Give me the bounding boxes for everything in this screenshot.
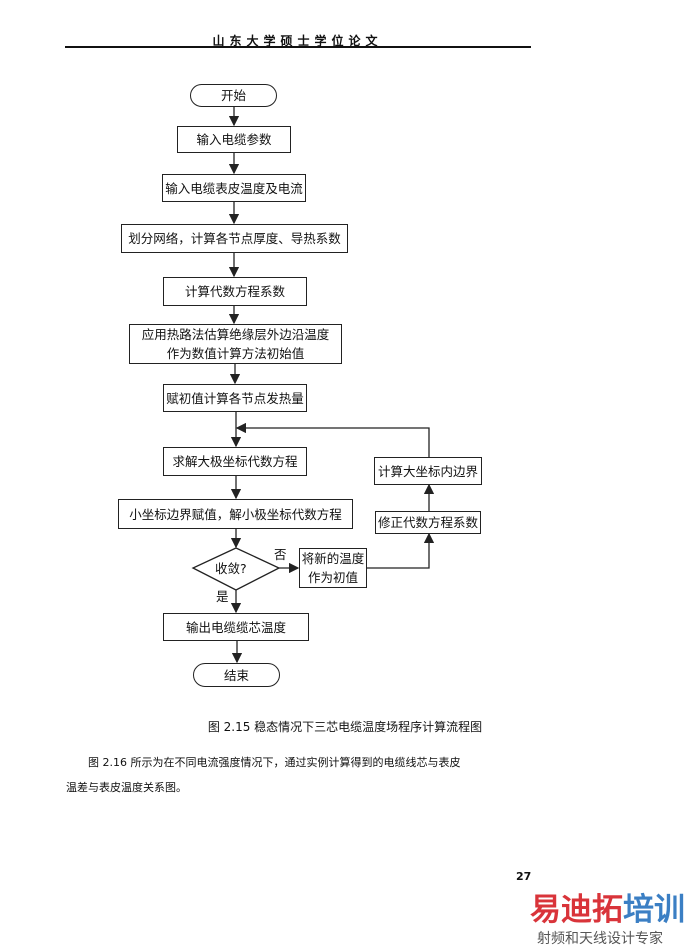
yes-label: 是: [216, 589, 229, 604]
watermark-logo: 易迪拓培训: [530, 893, 685, 927]
step-line-1: 应用热路法估算绝缘层外边沿温度: [141, 327, 330, 342]
step-line-2: 作为数值计算方法初始值: [166, 346, 305, 361]
body-paragraph: 图 2.16 所示为在不同电流强度情况下，通过实例计算得到的电缆线芯与表皮 温差…: [66, 750, 566, 800]
decision-converged: 收敛?: [215, 561, 247, 576]
watermark-brand-blue: 培训: [623, 892, 685, 928]
step-solve-large-polar: 求解大极坐标代数方程: [163, 447, 307, 476]
step-output-core-temp: 输出电缆缆芯温度: [163, 613, 309, 641]
watermark-slogan: 射频和天线设计专家: [537, 931, 663, 947]
step-line-1: 将新的温度: [301, 551, 365, 566]
step-node-heat-generation: 赋初值计算各节点发热量: [163, 384, 307, 412]
step-input-cable-params: 输入电缆参数: [177, 126, 291, 153]
watermark-brand-red: 易迪拓: [530, 892, 623, 928]
page-number: 27: [516, 870, 532, 883]
paragraph-line-1: 图 2.16 所示为在不同电流强度情况下，通过实例计算得到的电缆线芯与表皮: [88, 756, 461, 769]
step-input-skin-temp-current: 输入电缆表皮温度及电流: [162, 174, 306, 202]
no-label: 否: [274, 547, 287, 562]
step-mesh-division: 划分网络，计算各节点厚度、导热系数: [121, 224, 348, 253]
step-correct-coeff: 修正代数方程系数: [375, 511, 481, 534]
paragraph-line-2: 温差与表皮温度关系图。: [66, 781, 187, 794]
end-terminal: 结束: [193, 663, 280, 687]
step-thermal-circuit-estimate: 应用热路法估算绝缘层外边沿温度 作为数值计算方法初始值: [129, 324, 342, 364]
running-header: 山东大学硕士学位论文: [212, 34, 383, 48]
step-inner-boundary: 计算大坐标内边界: [374, 457, 482, 485]
step-line-2: 作为初值: [307, 570, 358, 585]
step-calc-equation-coeff: 计算代数方程系数: [163, 277, 307, 306]
header-rule: [65, 46, 531, 48]
start-terminal: 开始: [190, 84, 277, 107]
step-new-temp-initial: 将新的温度 作为初值: [299, 548, 367, 588]
step-solve-small-polar: 小坐标边界赋值，解小极坐标代数方程: [118, 499, 353, 529]
figure-caption: 图 2.15 稳态情况下三芯电缆温度场程序计算流程图: [207, 720, 483, 734]
